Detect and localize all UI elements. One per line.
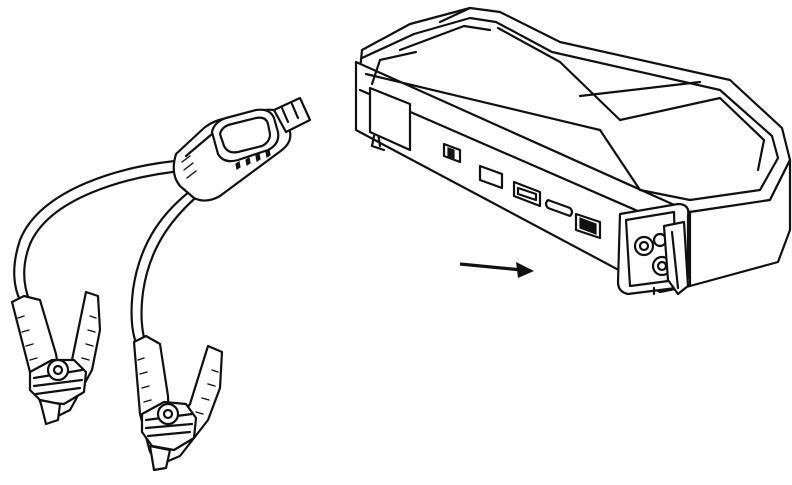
jump-starter-power-bank-icon [354, 6, 792, 296]
negative-clamp-icon [10, 290, 102, 426]
smart-connector-module [172, 96, 312, 202]
right-arrow-icon [459, 262, 534, 278]
jumper-clamp-cable-icon [10, 96, 312, 472]
cable-wires [13, 158, 204, 344]
positive-clamp-icon [132, 334, 224, 472]
